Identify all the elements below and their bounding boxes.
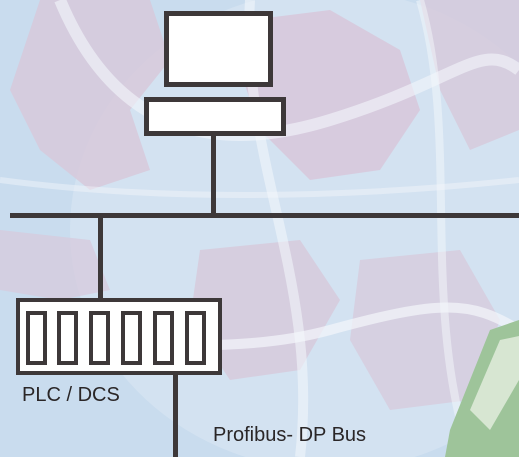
module-slot [153, 311, 174, 365]
computer-drop-line [211, 136, 216, 216]
plc-dcs-label: PLC / DCS [22, 384, 120, 406]
profibus-dp-bus-label: Profibus- DP Bus [213, 424, 367, 446]
module-slot [26, 311, 47, 365]
profibus-dp-line [173, 371, 178, 457]
monitor-icon [164, 11, 273, 87]
keyboard-icon [144, 97, 286, 136]
plc-drop-line [98, 218, 103, 300]
module-slot [89, 311, 110, 365]
module-slot [185, 311, 206, 365]
network-backbone-line [10, 213, 519, 218]
module-slot [121, 311, 142, 365]
plc-dcs-rack [16, 298, 222, 375]
module-slot [57, 311, 78, 365]
